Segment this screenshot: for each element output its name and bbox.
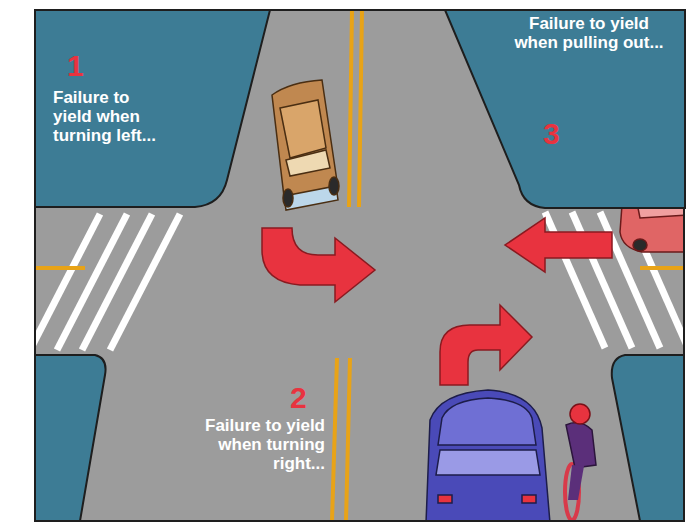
corner-lot [445, 10, 685, 208]
caption-text: Failure to yield when pulling out... [513, 14, 665, 52]
frame [35, 10, 684, 521]
corner-lot [35, 10, 270, 207]
center-line [359, 10, 362, 207]
car-body [272, 80, 338, 205]
callout-number: 3 [543, 118, 583, 150]
corner-panel: Failure to yield when pulling out... 3 [445, 10, 685, 210]
left-turn-arrow [262, 228, 375, 302]
rider-body [566, 422, 596, 468]
stop-line [35, 266, 85, 270]
car-roof [280, 100, 326, 158]
car-rear-window [436, 450, 540, 475]
center-line [349, 10, 352, 207]
pull-out-arrow [505, 218, 612, 272]
center-line [332, 358, 337, 521]
caption-text: Failure to yield when turning left... [53, 88, 157, 145]
crosswalk-stripe [110, 214, 180, 350]
callout-number: 2 [290, 382, 330, 414]
car-roof [438, 398, 536, 445]
car-taillight [522, 495, 536, 503]
car-wheel [633, 239, 647, 251]
crosswalk [35, 212, 684, 350]
car-taillight [438, 495, 452, 503]
caption-text: Failure to yield when turning right... [175, 416, 325, 473]
right-turning-car [426, 390, 550, 521]
direction-arrows [262, 218, 612, 385]
car-windshield [286, 150, 330, 176]
corner-panel: 1Failure to yield when turning left... [35, 10, 270, 208]
right-turn-arrow [440, 305, 532, 385]
car-body [426, 390, 550, 521]
rider-leg [568, 465, 584, 500]
cyclist [565, 404, 596, 520]
car-wheel [329, 177, 339, 195]
corner-lot [35, 355, 106, 521]
road-surface [35, 10, 684, 521]
turning-car [272, 80, 339, 210]
rider-helmet [570, 404, 590, 424]
scene [35, 10, 684, 521]
stop-line [640, 266, 684, 270]
callout-number: 1 [67, 50, 107, 82]
corner-lot [612, 355, 684, 521]
car-wheel [283, 189, 293, 207]
center-line [346, 358, 350, 521]
